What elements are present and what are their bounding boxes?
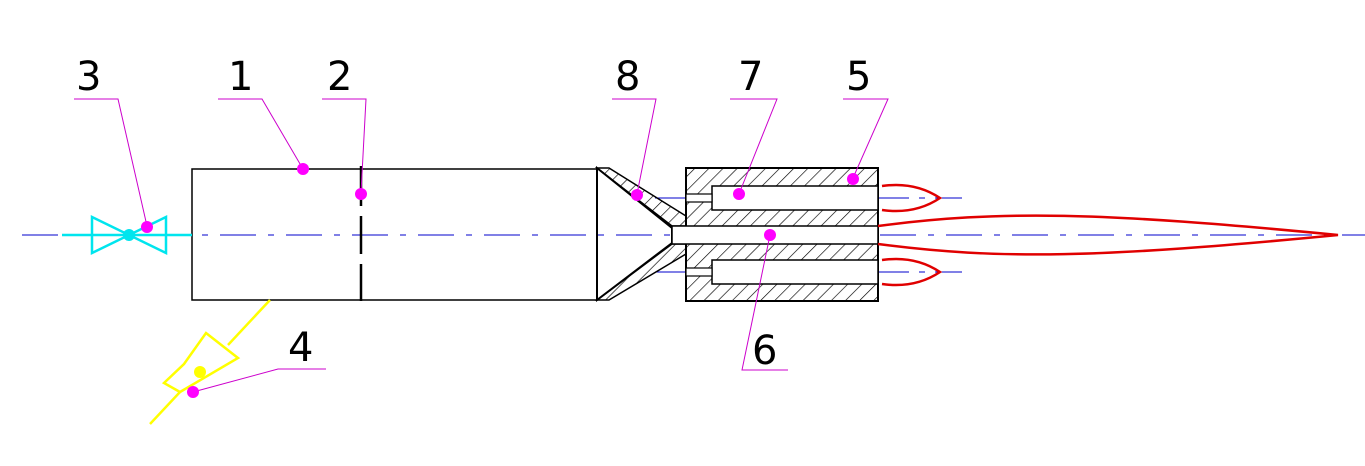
- marker-4: [187, 386, 199, 398]
- leader-7: [730, 98, 778, 195]
- marker-7: [733, 188, 745, 200]
- label-5: 5: [846, 54, 871, 100]
- label-2: 2: [327, 54, 352, 100]
- leader-6: [741, 234, 788, 371]
- lower-nozzle-channel: [711, 259, 879, 285]
- marker-2: [355, 188, 367, 200]
- inlet-valve: [62, 215, 192, 255]
- markers: [141, 163, 859, 398]
- leader-1: [218, 98, 304, 170]
- marker-6: [764, 229, 776, 241]
- leader-3: [74, 98, 148, 227]
- callout-labels: 3 1 2 8 7 5 4 6: [76, 54, 871, 374]
- label-1: 1: [228, 54, 253, 100]
- upper-flame: [881, 183, 943, 213]
- air-valve: [149, 299, 271, 425]
- label-4: 4: [288, 325, 313, 371]
- marker-1: [297, 163, 309, 175]
- leader-8: [612, 98, 657, 195]
- label-8: 8: [615, 54, 640, 100]
- marker-5: [847, 173, 859, 185]
- leader-lines: [74, 98, 889, 393]
- leader-4: [192, 368, 326, 393]
- lower-flame: [881, 257, 943, 287]
- marker-3: [141, 221, 153, 233]
- nozzle-block: [671, 167, 879, 302]
- flames: [877, 183, 1339, 287]
- label-3: 3: [76, 54, 101, 100]
- leader-5: [843, 98, 889, 179]
- marker-8: [631, 189, 643, 201]
- label-6: 6: [752, 328, 777, 374]
- main-flame: [877, 214, 1339, 256]
- leader-2: [322, 98, 367, 194]
- label-7: 7: [738, 54, 763, 100]
